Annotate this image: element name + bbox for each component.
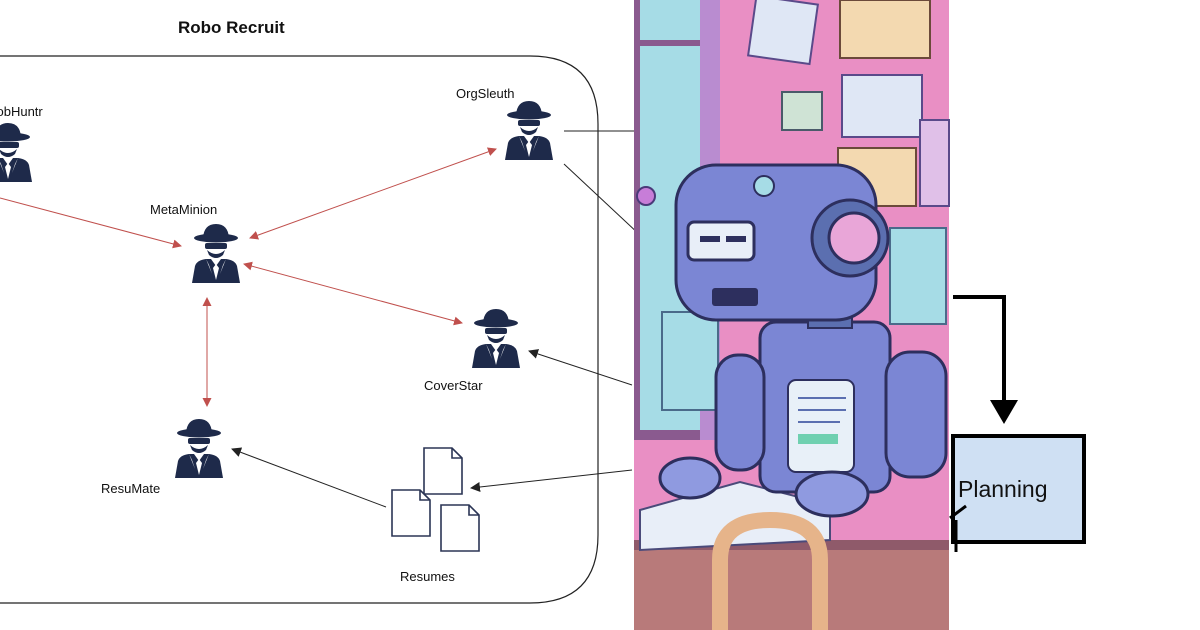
metaminion-label: MetaMinion bbox=[150, 202, 218, 217]
jobhuntr-label: JobHuntr bbox=[0, 104, 43, 119]
diagram-title: Robo Recruit bbox=[178, 18, 285, 37]
edge-metaminion-coverstar bbox=[243, 261, 463, 326]
resumate-agent-icon bbox=[175, 419, 223, 478]
robo-recruit-boundary bbox=[0, 55, 599, 604]
coverstar-agent-icon bbox=[472, 309, 520, 368]
pencil-icon bbox=[949, 504, 967, 520]
edge-resumes-resumate bbox=[231, 447, 387, 508]
coverstar-label: CoverStar bbox=[424, 378, 483, 393]
planning-label: Planning bbox=[958, 476, 1048, 502]
resumes-documents-icon bbox=[391, 447, 480, 552]
resumate-label: ResuMate bbox=[101, 481, 161, 496]
metaminion-agent-icon bbox=[192, 224, 240, 283]
planning-flowchart bbox=[949, 295, 1086, 552]
planning-box bbox=[951, 434, 1086, 544]
robot-illustration bbox=[634, 0, 950, 630]
flowchart-arrowhead bbox=[990, 400, 1018, 424]
resumes-label: Resumes bbox=[400, 569, 455, 584]
orgsleuth-label: OrgSleuth bbox=[456, 86, 515, 101]
edge-into-coverstar bbox=[528, 349, 633, 386]
jobhuntr-agent-icon bbox=[0, 123, 32, 182]
edge-orgsleuth-out-2 bbox=[563, 163, 641, 236]
edge-metaminion-orgsleuth bbox=[249, 147, 497, 240]
edge-jobhuntr-metaminion bbox=[0, 197, 182, 249]
edge-into-resumes bbox=[470, 469, 633, 492]
orgsleuth-agent-icon bbox=[505, 101, 553, 160]
flowchart-connector bbox=[953, 295, 1006, 404]
